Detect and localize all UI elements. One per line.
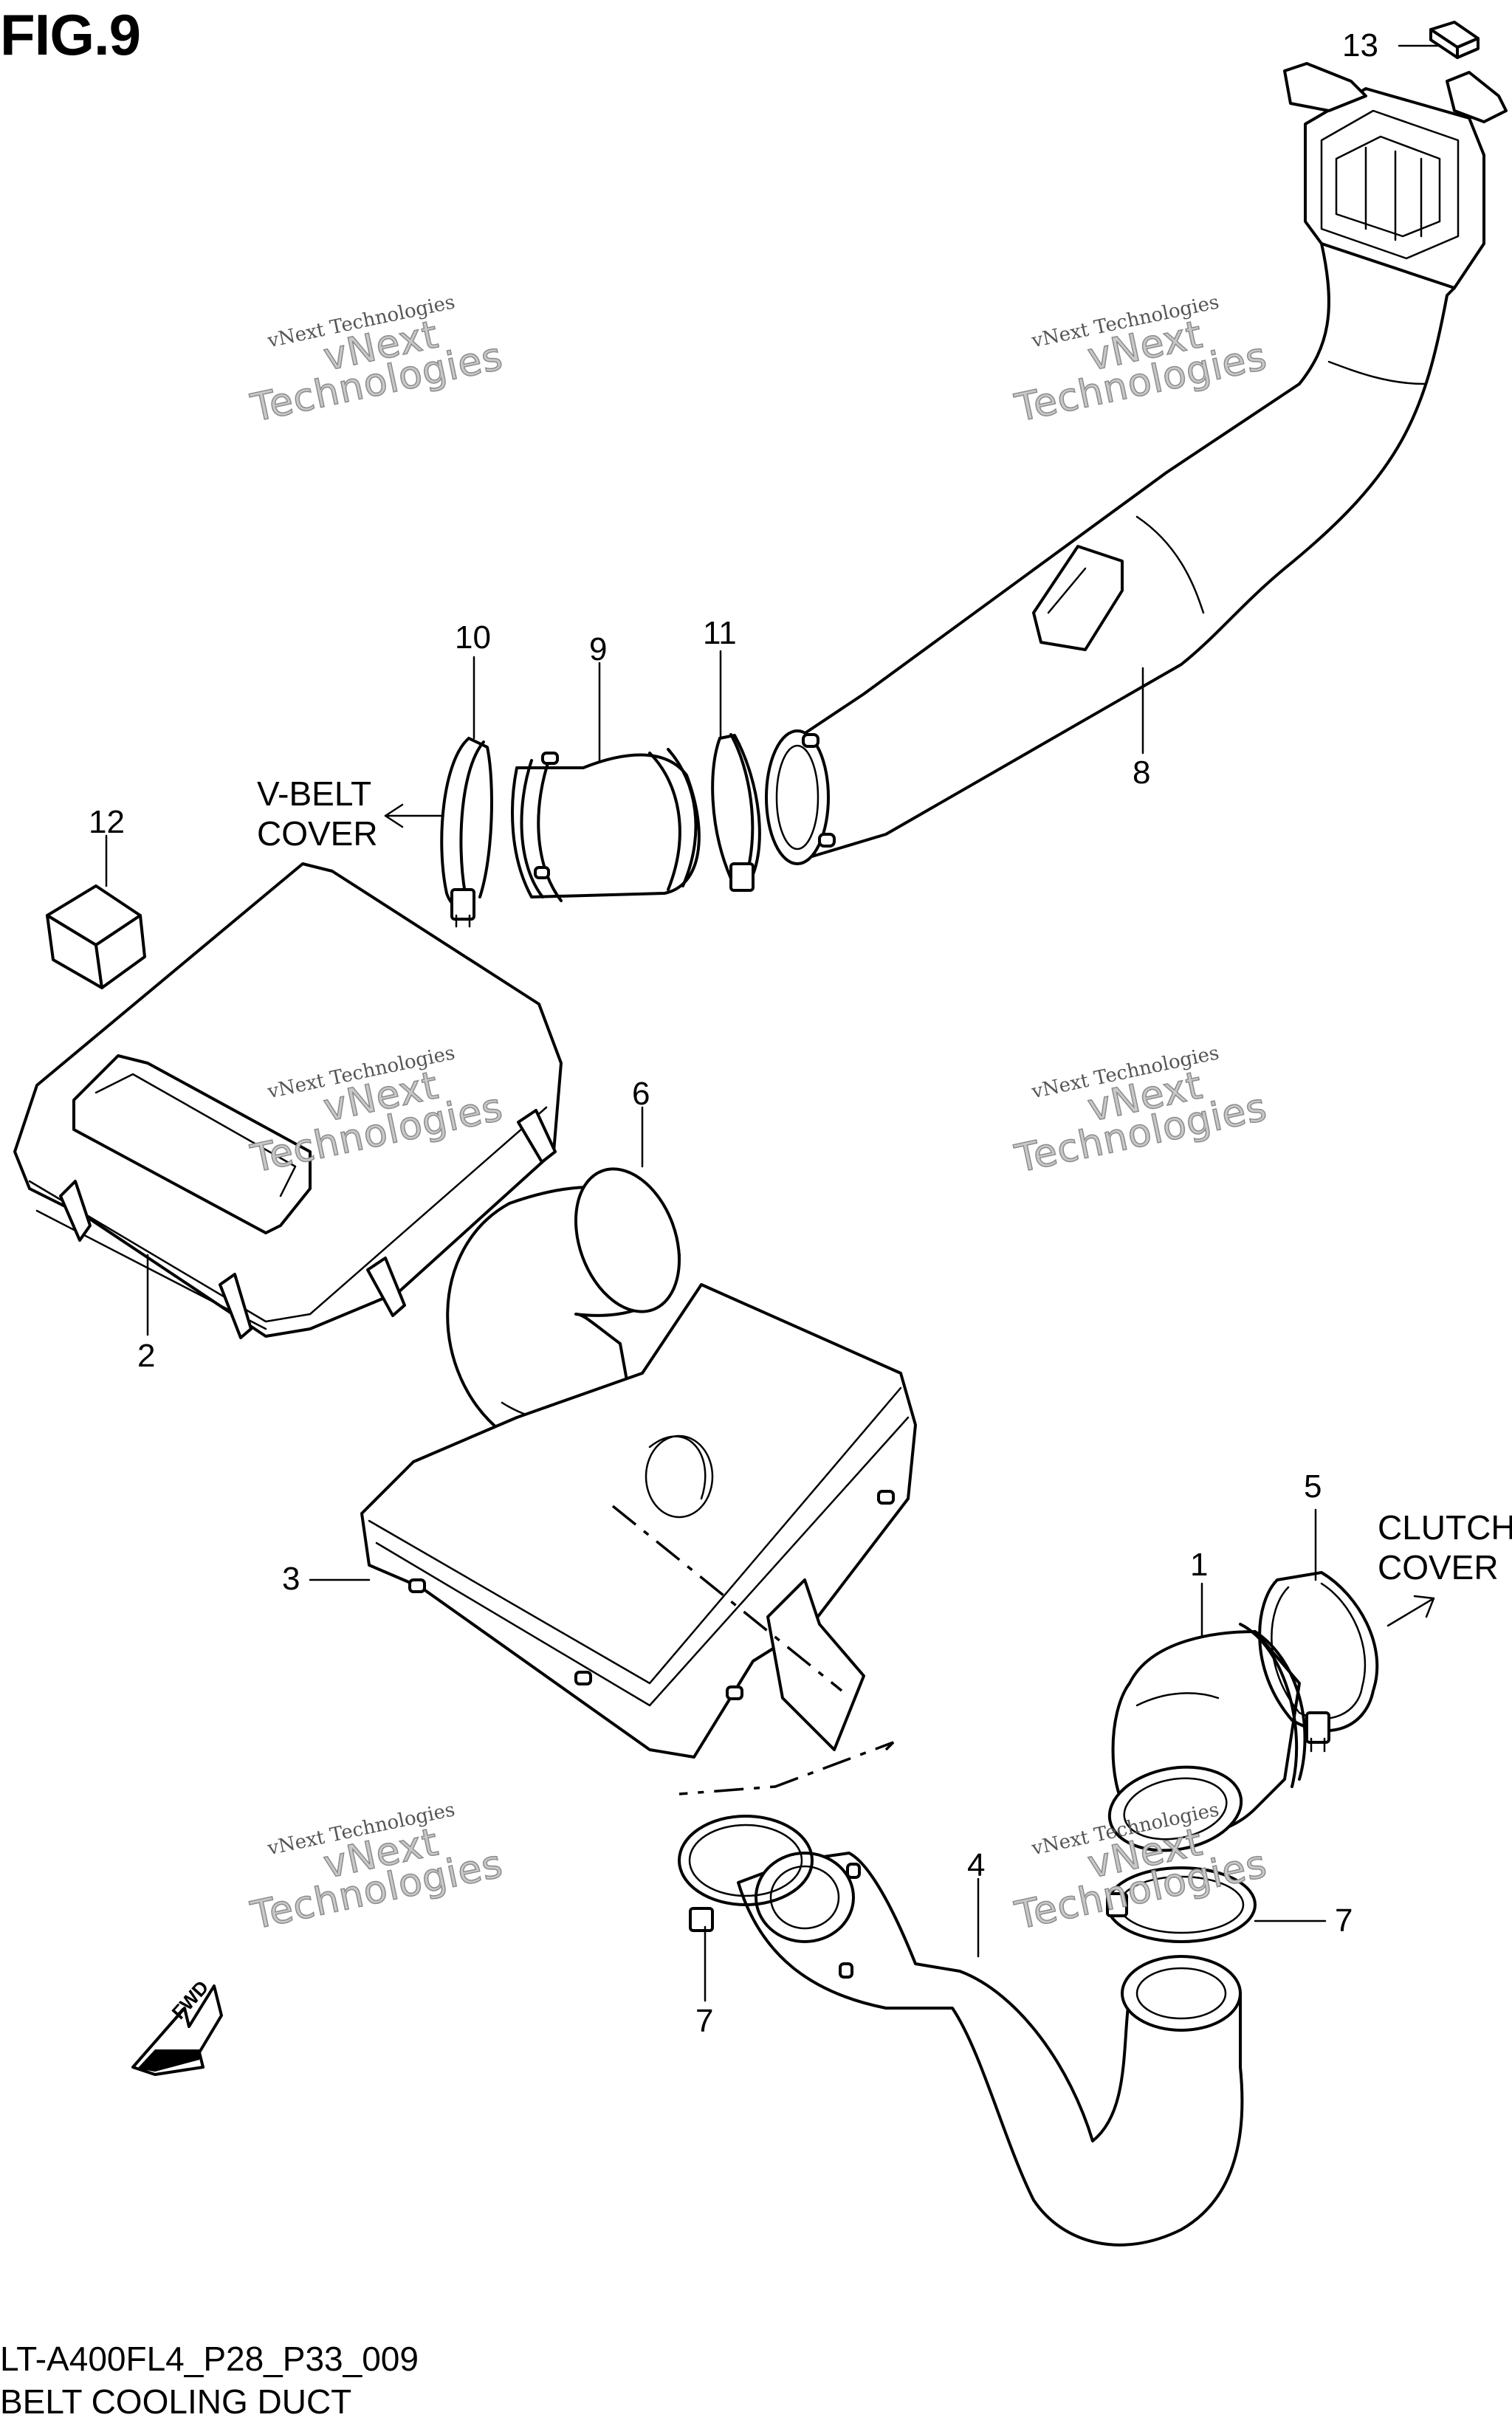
- callout-5: 5: [1304, 1468, 1322, 1505]
- part-7-clamp-right: [1106, 1866, 1257, 1943]
- part-1-hose: [1107, 1623, 1307, 1852]
- part-11-clamp: [711, 733, 761, 892]
- callout-12: 12: [89, 804, 125, 840]
- alignment-line: [611, 1505, 843, 1692]
- part-12-block: [46, 884, 146, 989]
- v-belt-cover-label: V-BELT COVER: [257, 774, 378, 853]
- callout-6: 6: [632, 1076, 650, 1112]
- figure-name: BELT COOLING DUCT: [0, 2382, 352, 2421]
- part-4-duct: [737, 1852, 1244, 2247]
- part-5-clamp: [1258, 1571, 1379, 1753]
- callout-7-left: 7: [695, 2003, 714, 2039]
- callout-10: 10: [455, 619, 491, 656]
- callout-1: 1: [1190, 1547, 1209, 1583]
- part-7-clamp-left: [678, 1815, 814, 1932]
- callout-8: 8: [1133, 755, 1151, 791]
- part-2-cover: [13, 862, 563, 1339]
- callout-9: 9: [589, 631, 608, 667]
- part-8-duct: [765, 62, 1508, 865]
- callout-3: 3: [282, 1561, 300, 1597]
- callout-2: 2: [137, 1338, 156, 1374]
- fwd-arrow-icon: [131, 1984, 223, 2076]
- figure-title: FIG.9: [0, 2, 141, 67]
- clutch-cover-label: CLUTCH COVER: [1378, 1508, 1512, 1587]
- part-10-clamp: [440, 737, 493, 928]
- leader-lines: [105, 44, 1440, 2002]
- callout-13: 13: [1342, 27, 1378, 63]
- callout-4: 4: [967, 1847, 986, 1883]
- alignment-line: [678, 1741, 895, 1795]
- direction-arrows: [384, 803, 1435, 1627]
- part-13-pad: [1429, 21, 1480, 59]
- figure-code: LT-A400FL4_P28_P33_009: [0, 2340, 419, 2378]
- part-3-housing: [360, 1283, 917, 1759]
- callout-7-right: 7: [1335, 1903, 1353, 1939]
- callout-11: 11: [703, 615, 737, 651]
- part-9-hose: [511, 748, 701, 902]
